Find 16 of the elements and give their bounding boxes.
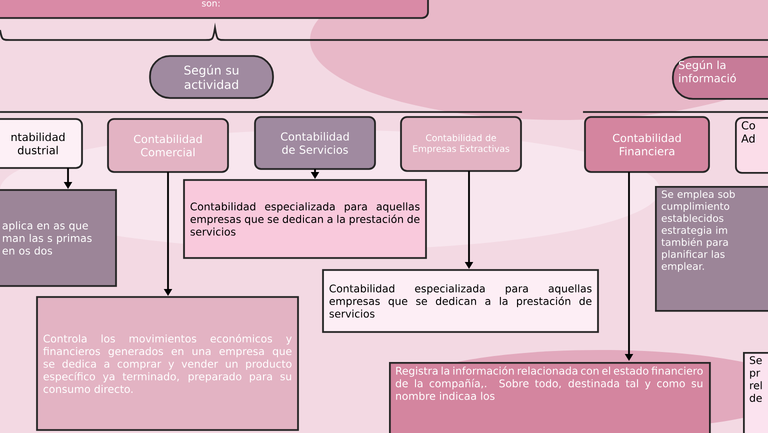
description-box: Controla los movimientos económicos y financieros generados en una empresa que se dedica a comprar y vender un producto específico ya terminado, preparado para su consumo directo. bbox=[36, 296, 299, 431]
description-box: Contabilidad especializada para aquellas empresas que se dedican a la prestación de servicios bbox=[183, 179, 427, 259]
type-box: Contabilidad Financiera bbox=[584, 116, 710, 173]
type-box: Co Ad bbox=[735, 117, 768, 174]
category-pill: Según la informació bbox=[672, 56, 768, 100]
description-box: Se emplea sob cumplimiento establecidos estrategia im también para planificar las emplear. bbox=[655, 186, 768, 312]
type-box: Contabilidad de Empresas Extractivas bbox=[400, 116, 522, 172]
type-box: ntabilidad dustrial bbox=[0, 118, 83, 169]
category-pill: Según su actividad bbox=[149, 55, 274, 99]
description-box: aplica en as que man las s primas en os dos bbox=[0, 189, 117, 287]
title-box: son: bbox=[0, 0, 429, 19]
description-box: Se pr rel de bbox=[743, 352, 768, 433]
type-box: Contabilidad Comercial bbox=[107, 118, 229, 173]
description-box: Contabilidad especializada para aquellas empresas que se dedican a la prestación de servicios bbox=[322, 269, 599, 333]
type-box: Contabilidad de Servicios bbox=[254, 116, 376, 170]
description-box: Registra la información relacionada con el estado financiero de la compañía,. Sobre todo, destinada tal y como su nombre indicaa los bbox=[389, 362, 711, 433]
